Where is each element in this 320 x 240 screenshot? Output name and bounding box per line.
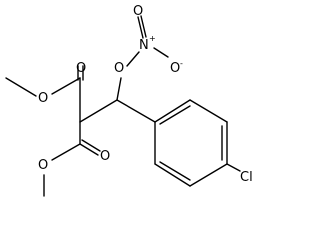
bond-lower-c-o-double-a bbox=[79, 143, 99, 156]
bond-ring-4 bbox=[189, 163, 228, 187]
atom-o-nitro-right: O bbox=[170, 61, 180, 76]
atom-n-plus-charge: + bbox=[149, 34, 156, 43]
atom-o-minus-charge: - bbox=[180, 59, 183, 68]
bond-o-n bbox=[126, 51, 140, 67]
bond-upper-o-methyl bbox=[5, 77, 37, 97]
chemical-structure-diagram: O O O O O N + O O - Cl bbox=[5, 4, 253, 197]
atom-o-nitro-top: O bbox=[133, 4, 143, 19]
bond-ch-ring bbox=[116, 99, 156, 123]
bond-n-o-top-a bbox=[137, 16, 144, 39]
bond-ring-5 bbox=[154, 163, 191, 187]
bond-lower-c-o-single bbox=[51, 143, 81, 161]
bond-ch-malonate bbox=[79, 99, 118, 123]
bonds bbox=[5, 15, 241, 197]
atom-labels: O O O O O N + O O - Cl bbox=[38, 4, 253, 185]
bond-upper-c-o-single bbox=[51, 77, 81, 95]
bond-lower-c-o-double-b bbox=[81, 139, 101, 152]
atom-o-lower-carbonyl: O bbox=[100, 149, 110, 164]
bond-n-o-top-b bbox=[140, 15, 147, 38]
bond-ch-o bbox=[116, 77, 122, 101]
atom-n-nitro: N bbox=[139, 38, 149, 53]
molecule-drawing: O O O O O N + O O - Cl bbox=[5, 4, 253, 197]
bond-n-o-right bbox=[153, 47, 169, 58]
bond-ring-cl bbox=[226, 163, 241, 172]
bond-ring-5-inner bbox=[159, 161, 191, 181]
atom-o-upper-carbonyl: O bbox=[76, 61, 86, 76]
bond-ring-1-inner bbox=[159, 105, 191, 125]
atom-o-upper-ester: O bbox=[38, 91, 48, 106]
bond-ring-2 bbox=[189, 99, 228, 123]
atom-o-lower-ester: O bbox=[38, 158, 48, 173]
bond-ring-1 bbox=[154, 99, 191, 123]
atom-o-nitrate-ether: O bbox=[114, 61, 124, 76]
atom-cl: Cl bbox=[240, 170, 253, 185]
